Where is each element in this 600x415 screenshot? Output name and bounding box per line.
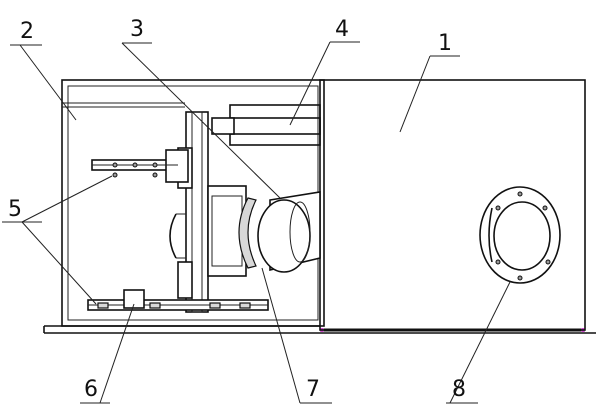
small-block [123,289,145,309]
label-3: 3 [130,17,144,42]
lower-base-rail [87,299,269,311]
label-6: 6 [84,377,98,402]
cylinder-tube [257,191,321,273]
upper-bracket-arm [91,149,189,183]
leader-lines [2,41,511,404]
label-4: 4 [335,17,349,42]
vertical-plate [177,111,209,313]
side-port [479,186,561,284]
label-1: 1 [438,31,452,56]
top-slide-rail [211,104,321,146]
label-7: 7 [306,377,320,402]
label-2: 2 [20,19,34,44]
lens-holder [207,185,257,277]
label-5: 5 [8,197,22,222]
left-lens [169,213,186,259]
label-8: 8 [452,377,466,402]
